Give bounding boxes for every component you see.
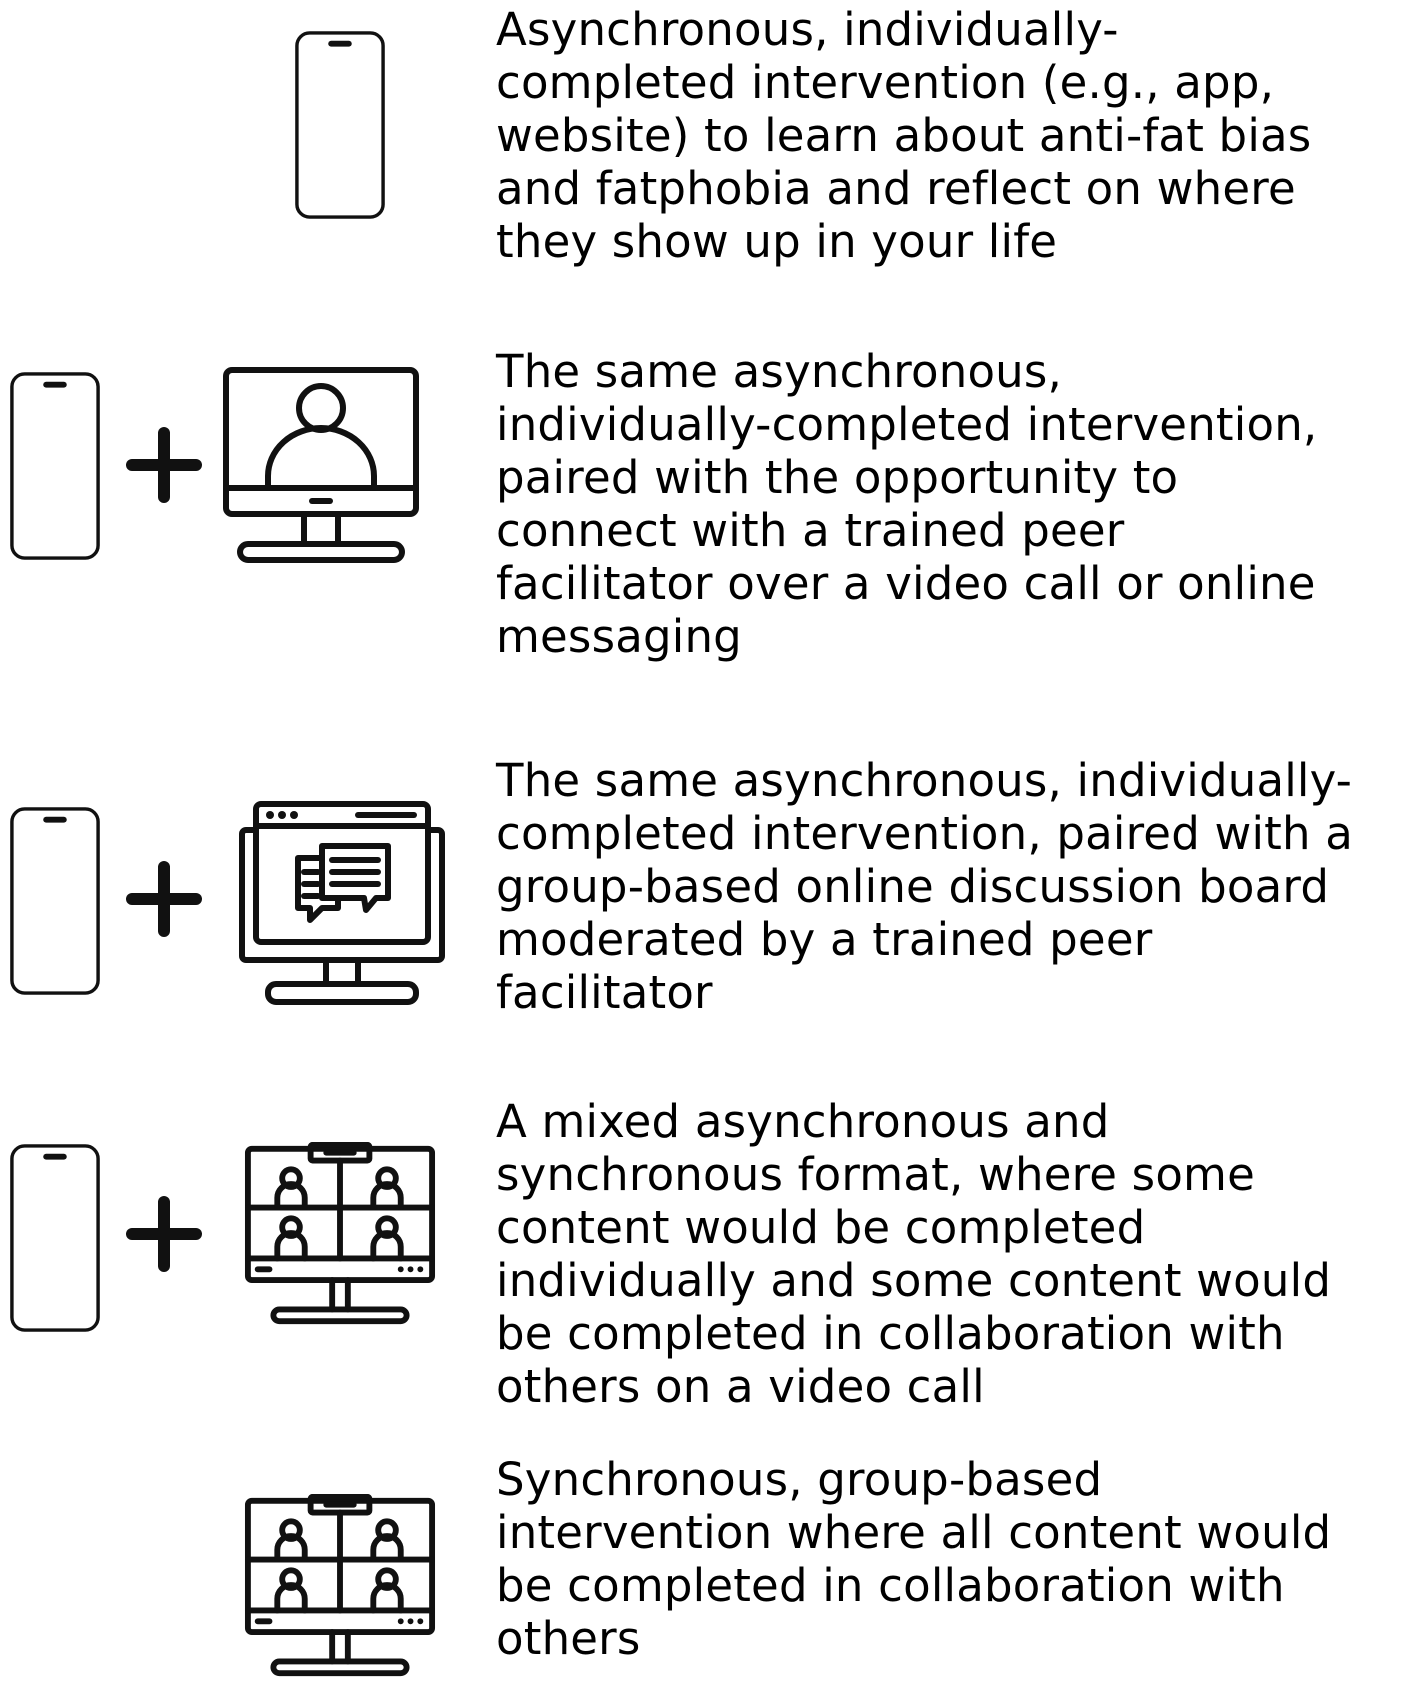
plus-icon [124,425,204,505]
option-3: The same asynchronous, individually- com… [0,730,1411,1070]
option-3-description: The same asynchronous, individually- com… [496,754,1354,1019]
option-1-description: Asynchronous, individually- completed in… [496,3,1312,268]
discussion-board-monitor-icon [239,801,445,1005]
plus-icon [124,859,204,939]
option-1-icons [0,0,480,300]
option-1: Asynchronous, individually- completed in… [0,0,1411,300]
smartphone-icon [8,368,102,564]
video-call-monitor-icon [223,367,419,563]
option-5-description: Synchronous, group-based intervention wh… [496,1453,1332,1665]
option-4-description: A mixed asynchronous and synchronous for… [496,1095,1332,1413]
option-5: Synchronous, group-based intervention wh… [0,1453,1411,1699]
option-2: The same asynchronous, individually-comp… [0,300,1411,700]
plus-icon [124,1194,204,1274]
option-2-description: The same asynchronous, individually-comp… [496,345,1318,663]
smartphone-icon [8,803,102,999]
option-4-icons [0,1090,480,1440]
smartphone-icon [293,27,387,223]
group-video-call-monitor-icon [244,1142,436,1326]
group-video-call-monitor-icon [244,1494,436,1678]
smartphone-icon [8,1140,102,1336]
option-3-icons [0,730,480,1070]
option-2-icons [0,300,480,700]
option-5-icons [0,1460,480,1699]
option-4: A mixed asynchronous and synchronous for… [0,1090,1411,1440]
